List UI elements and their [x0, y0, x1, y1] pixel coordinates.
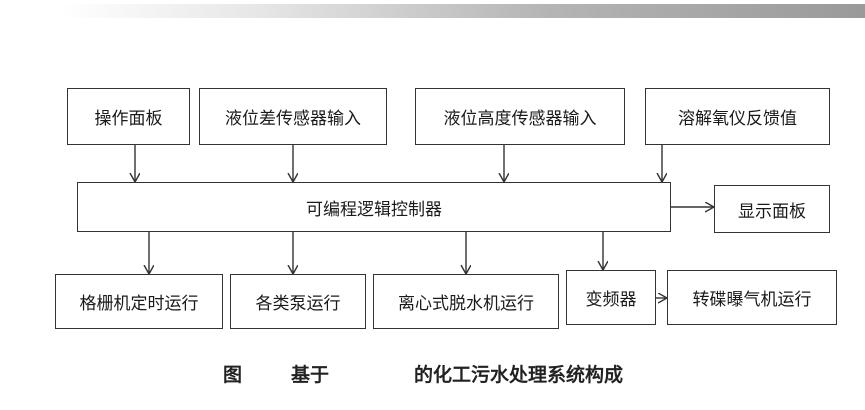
output-centrifuge: 离心式脱水机运行	[373, 274, 559, 329]
output-pumps: 各类泵运行	[230, 274, 366, 329]
figure-caption: 图 基于 的化工污水处理系统构成	[0, 356, 865, 386]
output-grid-timer: 格栅机定时运行	[55, 274, 223, 329]
input-dissolved-oxygen-feedback: 溶解氧仪反馈值	[645, 88, 830, 145]
caption-rest: 的化工污水处理系统构成	[414, 364, 624, 386]
output-rotary-disc-aerator: 转碟曝气机运行	[667, 270, 837, 325]
input-operation-panel: 操作面板	[67, 88, 190, 145]
input-level-difference-sensor: 液位差传感器输入	[199, 88, 387, 145]
plc-controller: 可编程逻辑控制器	[77, 182, 671, 232]
output-frequency-converter: 变频器	[566, 270, 656, 325]
input-level-height-sensor: 液位高度传感器输入	[415, 88, 625, 145]
caption-fig: 图	[223, 364, 243, 386]
display-panel: 显示面板	[714, 185, 830, 233]
top-gradient-bar	[60, 4, 865, 18]
caption-based-on: 基于	[291, 364, 330, 386]
